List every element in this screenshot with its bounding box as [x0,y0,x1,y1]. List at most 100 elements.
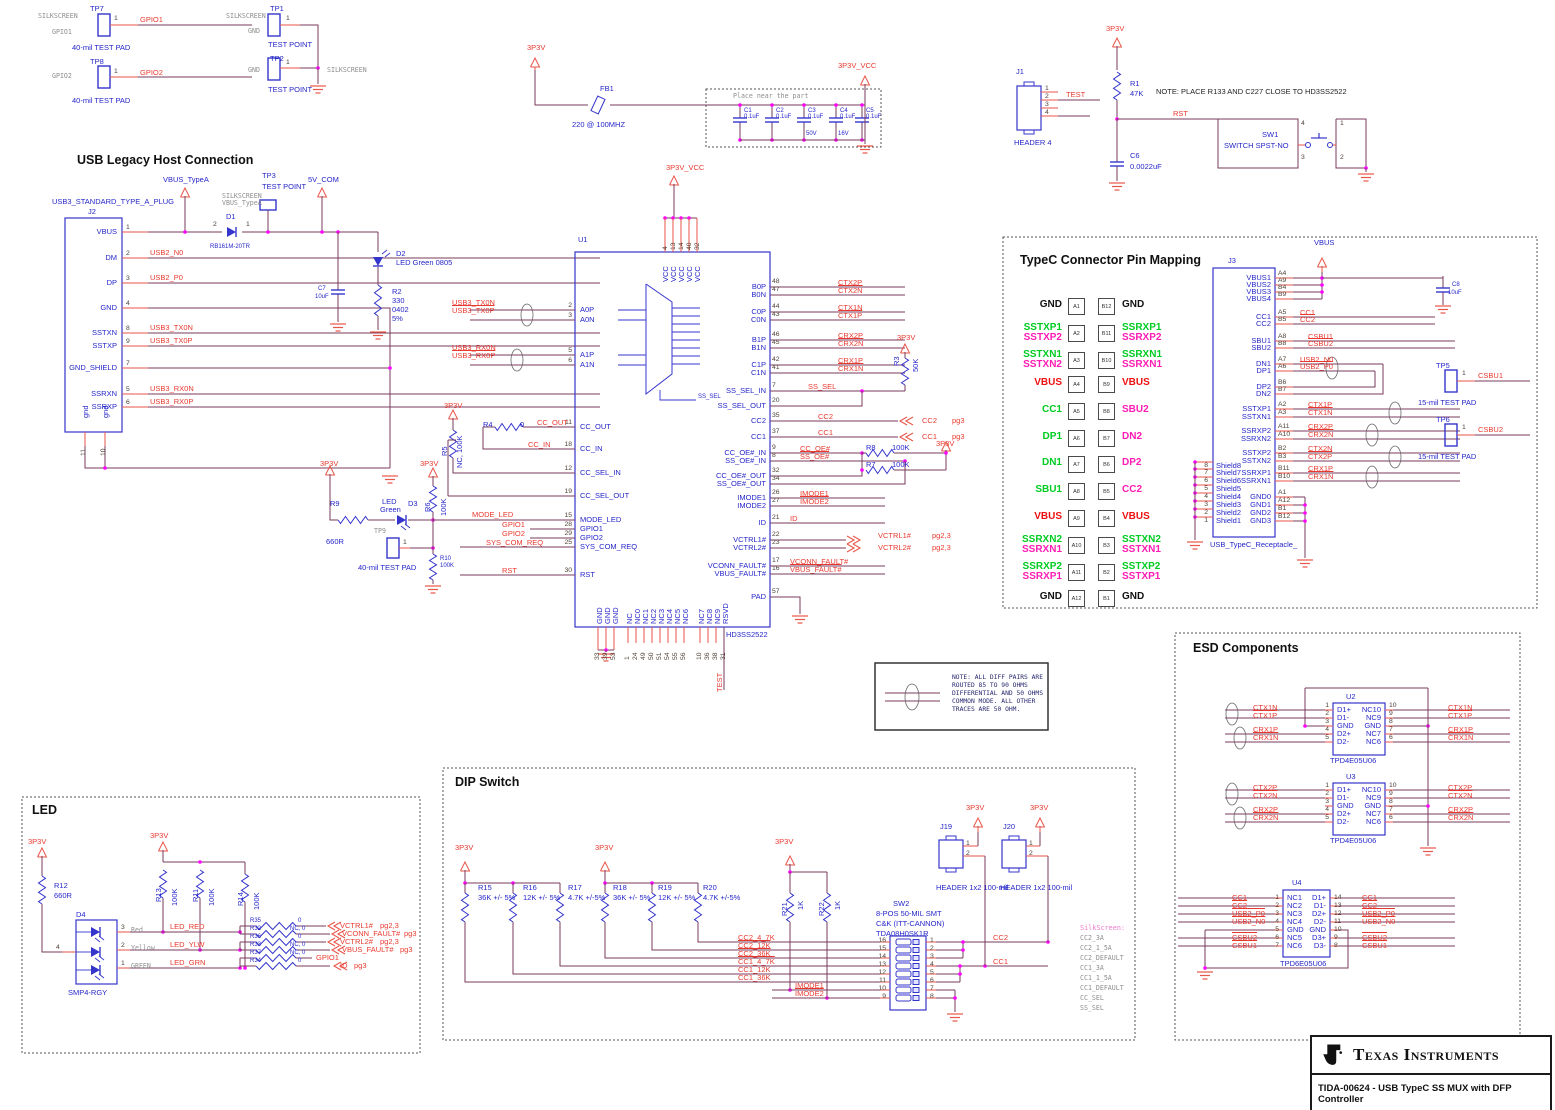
component-label: DP [106,278,117,287]
pin-number: 10 [100,448,107,456]
component-label: TPD4E05U06 [1330,756,1377,765]
net-label: CRX2N [1308,430,1334,439]
component-label: GND [611,607,620,624]
net-label: CC2 [993,933,1009,942]
pin-number: 22 [772,531,780,538]
component-label: Shield2 [1216,508,1242,517]
pin-number: 6 [1389,814,1393,821]
pin-number: 48 [772,278,780,285]
pin-number: 24 [632,652,639,660]
pin-number: 11 [878,977,886,984]
pin-number: 4 [1325,806,1329,813]
component-label: VBUS2 [1246,280,1271,289]
component-label: 12K +/- 5% [523,893,561,902]
component-label: GND [1364,801,1381,810]
pinmap-row-labels: DN2 [1122,432,1142,442]
pin-number: A7 [1278,356,1287,363]
silkscreen-label: SILKSCREEN [327,66,367,74]
net-label: 3P3V [420,459,439,468]
net-label: 3P3V [527,43,546,52]
net-label: CRX2N [838,339,864,348]
pinmap-row-labels: DN1 [1042,458,1062,468]
component-label: 0.1uF [808,114,824,120]
net-label: ID [340,961,348,970]
component-label: USB3_STANDARD_TYPE_A_PLUG [52,197,174,206]
component-label: R37 [250,950,262,956]
pin-number: 46 [772,331,780,338]
pin-number: A4 [1278,270,1287,277]
component-label: R35 [250,918,262,924]
component-label: 50V [806,131,817,137]
pin-number: 2 [966,850,970,857]
net-label: GPIO2 [140,68,163,77]
net-label: 3P3V [936,439,955,448]
net-label: pg2,3 [932,531,951,540]
pinmap-pad: B9 [1098,376,1115,393]
pin-number: B1 [1278,505,1287,512]
pin-number: 9 [772,444,776,451]
pin-number: 36 [704,652,711,660]
component-label: TEST POINT [268,85,313,94]
component-label: NC2 [1287,901,1303,910]
component-label: R33 [250,942,262,948]
component-label: NC, 100K [455,435,464,468]
pinmap-row-labels: VBUS [1122,512,1150,522]
pinmap-label: SSRXN2 [1021,534,1062,545]
component-label: A1N [580,360,595,369]
silkscreen-label: GND [248,66,260,74]
silkscreen-label: GREEN [131,962,151,970]
net-label: CRX2N [1253,813,1279,822]
component-label: NC1 [1287,893,1303,902]
component-label: SBU2 [1251,343,1271,352]
net-label: CTX2P [1253,783,1278,792]
net-label: CC2_12K [738,941,771,950]
component-label: R13 [154,888,163,902]
pin-number: A5 [1278,309,1287,316]
component-label: 0.0022uF [1130,162,1162,171]
pinmap-label: SSTXN1 [1122,544,1161,555]
component-label: VBUS1 [1246,273,1271,282]
net-label: RST [502,566,517,575]
component-label: SSRXP [91,402,117,411]
component-label: C1N [750,368,766,377]
component-label: 0 [298,958,302,964]
net-label: USB3_TX0P [452,306,495,315]
pin-number: 9 [1334,934,1338,941]
pin-number: 2 [1325,710,1329,717]
net-label: CSBU1 [1232,941,1258,950]
pin-number: 42 [772,356,780,363]
net-label: CSBU1 [1362,941,1388,950]
pin-number: 10 [878,985,886,992]
pin-number: 55 [672,652,679,660]
component-label: C4 [840,108,848,114]
net-label: CC1_12K [738,965,771,974]
component-label: SSRXP1 [1241,468,1271,477]
pin-number: 2 [126,250,130,257]
silkscreen-label: CC2_1_5A [1080,944,1112,952]
pin-number: 44 [772,303,780,310]
component-label: VCC [693,266,702,282]
pin-number: A6 [1278,363,1287,370]
net-label: CTX1P [838,311,863,320]
pin-number: 15 [564,512,572,519]
component-label: VBUS_FAULT# [714,569,766,578]
component-label: SSTXN2 [1241,456,1271,465]
silkscreen-label: CC2_DEFAULT [1080,954,1124,962]
component-label: 0.1uF [840,114,856,120]
net-label: CC_OUT [537,418,568,427]
pinmap-row-labels: SBU2 [1122,405,1149,415]
component-label: 100K [207,888,216,906]
component-label: 15-mil TEST PAD [1418,398,1477,407]
pin-number: 53 [610,652,617,660]
component-label: 220 @ 100MHZ [572,120,626,129]
pin-number: 3 [1325,718,1329,725]
component-label: 12K +/- 5% [658,893,696,902]
net-label: USB2_P0 [150,273,183,282]
component-label: 47K [1130,89,1144,98]
component-label: 1K [796,900,805,910]
component-label: NC6 [1287,941,1303,950]
net-label: pg2,3 [380,921,399,930]
